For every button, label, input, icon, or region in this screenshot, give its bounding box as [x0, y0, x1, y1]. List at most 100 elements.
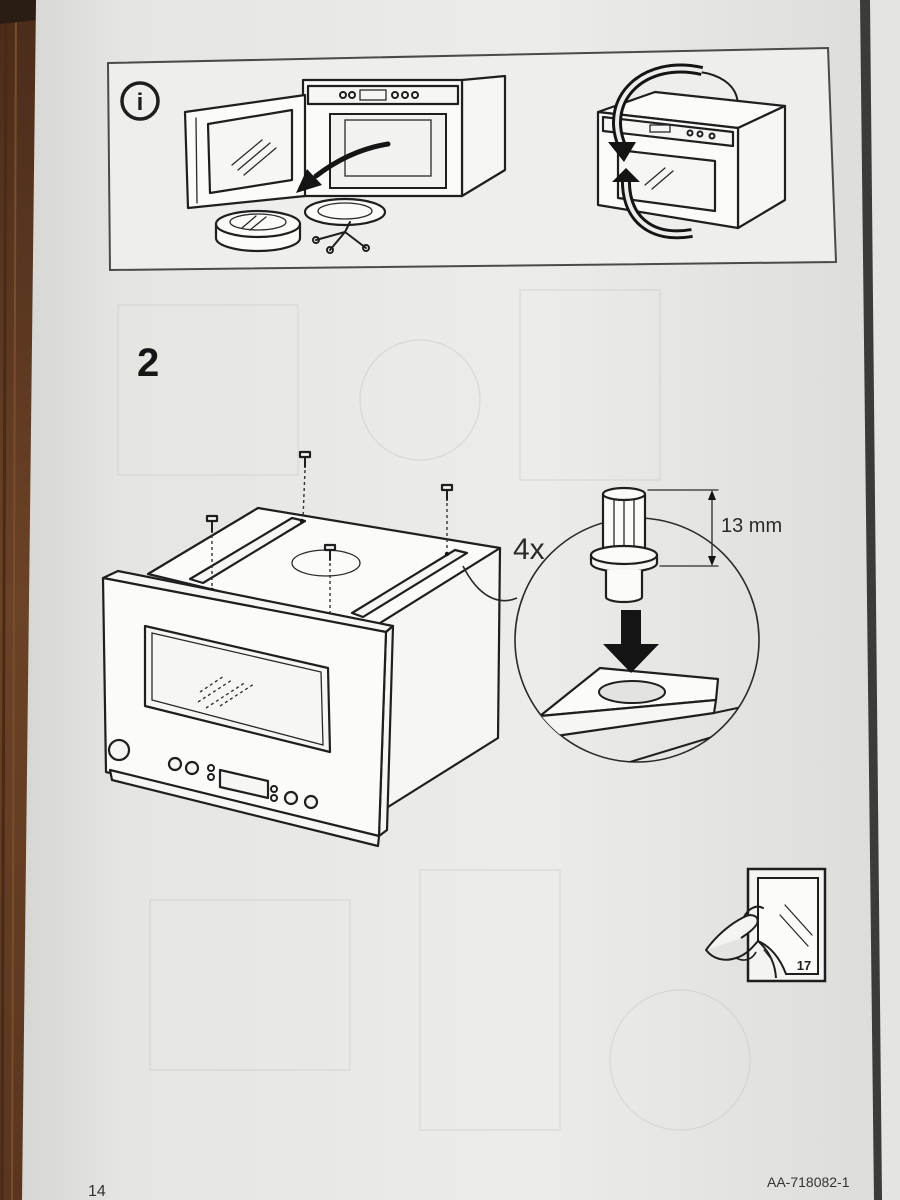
height-dimension — [647, 489, 719, 567]
rotate-band-top-inner — [615, 66, 703, 147]
page-curl-shading — [763, 949, 773, 961]
dimension-arrow-top — [708, 490, 716, 500]
rotate-band-bottom-inner — [623, 175, 693, 237]
pin-lower-shank — [604, 570, 644, 604]
down-arrow-shaft — [621, 610, 641, 646]
display — [649, 124, 671, 133]
roller-support — [315, 221, 367, 251]
down-arrow-head — [603, 644, 659, 673]
roller-wheel — [362, 244, 370, 252]
ghost-shape — [149, 899, 351, 1071]
step-number: 2 — [137, 341, 160, 385]
control-button — [401, 91, 409, 99]
mounting-pin-closeup — [589, 486, 659, 604]
hand-finger — [743, 905, 764, 918]
turntable-shading — [241, 215, 257, 229]
pin-flange — [589, 544, 659, 566]
glass-reflection — [219, 683, 255, 707]
mounting-pin-icon — [298, 450, 312, 519]
ghost-shape — [117, 304, 299, 476]
page-curl — [757, 940, 777, 979]
door-edge — [195, 117, 198, 204]
roller-wheel — [326, 246, 334, 254]
mounting-pins — [205, 450, 454, 613]
door-window — [206, 108, 294, 195]
control-button — [184, 760, 200, 776]
pin-guide-line — [302, 469, 306, 519]
hand-thumb — [705, 914, 759, 951]
cavity-back — [344, 119, 432, 177]
mounting-rail-right — [350, 548, 469, 619]
indicator-light — [270, 794, 278, 802]
ghost-shape — [519, 289, 661, 481]
roller-ring-inner — [317, 202, 373, 220]
control-button — [411, 91, 419, 99]
open-door-microwave-drawing — [183, 74, 507, 254]
bottom-plinth — [108, 768, 381, 848]
mounting-pin-icon — [205, 514, 219, 587]
page-shading — [779, 914, 809, 947]
page-reference-number: 17 — [797, 958, 811, 973]
door-window-inner — [151, 632, 324, 746]
pin-quantity-label: 4x — [513, 533, 545, 566]
roller-ring — [303, 197, 387, 254]
rotate-arrow-tail — [612, 168, 640, 182]
screw-hole — [299, 518, 305, 524]
mounting-pin-icon — [323, 543, 337, 613]
pin-hole — [598, 680, 666, 704]
mounting-pin-icon — [440, 483, 454, 551]
info-icon: i — [120, 81, 160, 121]
glass-turntable — [214, 209, 302, 253]
control-button — [391, 91, 399, 99]
remove-arrow-head — [296, 169, 322, 193]
control-button — [283, 790, 299, 806]
display — [359, 89, 387, 101]
remove-arrow — [313, 141, 391, 179]
control-button — [339, 91, 347, 99]
roller-wheel — [312, 236, 320, 244]
indicator-light — [207, 764, 215, 772]
wood-grain — [0, 0, 8, 1200]
control-button — [303, 794, 319, 810]
control-panel — [107, 738, 319, 810]
pin-top — [601, 486, 647, 502]
mounting-rail-left — [188, 516, 307, 585]
door-window — [143, 624, 332, 754]
page-turn-icon: 17 — [705, 867, 827, 983]
control-button — [696, 130, 704, 138]
info-panel: i — [106, 46, 838, 272]
glass-reflection — [237, 142, 271, 171]
turntable-center — [229, 213, 287, 231]
glass-reflection — [243, 147, 277, 176]
ghost-shape — [419, 869, 561, 1131]
glass-reflection — [231, 139, 263, 166]
hand-icon — [705, 905, 764, 961]
control-button — [686, 129, 694, 137]
display — [218, 768, 270, 800]
hand-finger — [735, 951, 757, 961]
down-arrow-icon — [603, 610, 659, 673]
screw-hole — [444, 551, 450, 557]
indicator-light — [207, 773, 215, 781]
page-gap-shadow — [858, 0, 882, 1200]
rotate-microwave-drawing — [596, 63, 787, 240]
control-button — [167, 756, 183, 772]
info-icon-letter: i — [137, 89, 144, 116]
ghost-shape — [359, 339, 481, 461]
show-through-ghost-drawings — [117, 289, 751, 1131]
control-button — [708, 132, 716, 140]
pin-height-label: 13 mm — [721, 515, 783, 537]
rotate-arrow-icon — [608, 63, 704, 240]
footer-page-number: 14 — [88, 1183, 106, 1200]
callout-leader — [462, 565, 518, 602]
dimension-arrow-bottom — [708, 556, 716, 566]
ghost-shape — [609, 989, 751, 1131]
indicator-light — [270, 785, 278, 793]
glass-reflection — [644, 167, 666, 186]
turntable-shading — [249, 216, 267, 231]
wood-grain — [11, 0, 17, 1200]
glass-reflection — [199, 675, 225, 693]
glass-reflection — [651, 170, 674, 190]
glass-reflection — [197, 679, 233, 703]
glass-reflection — [205, 681, 247, 709]
